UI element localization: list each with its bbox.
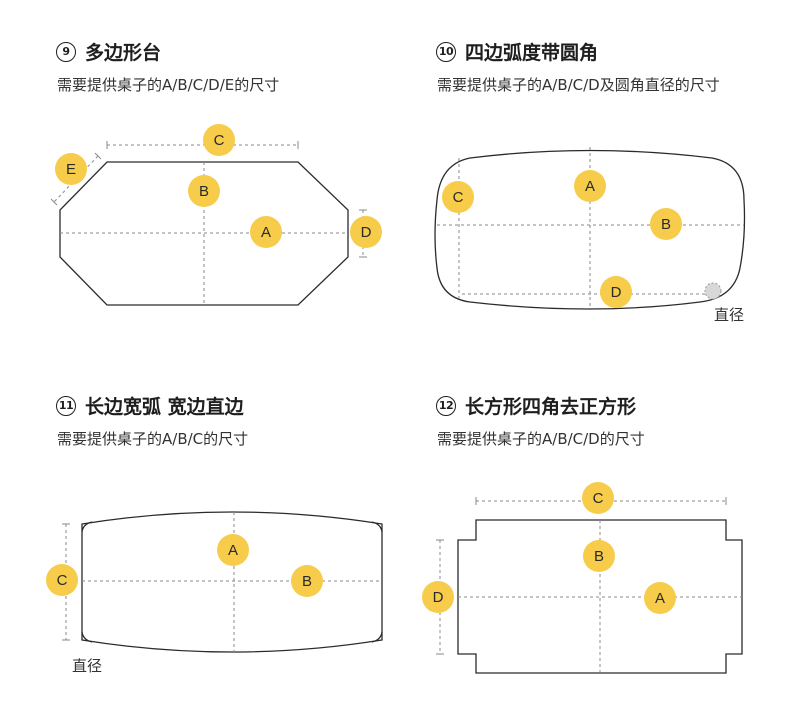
panel-11-number: 11 xyxy=(56,395,76,416)
panel-12-title-text: 长方形四角去正方形 xyxy=(465,396,637,418)
panel-9-label-e: E xyxy=(55,153,87,185)
panel-12-title: 12 长方形四角去正方形 xyxy=(436,392,636,419)
panel-11-label-a: A xyxy=(217,534,249,566)
panel-9-label-a: A xyxy=(250,216,282,248)
corner-diameter-circle xyxy=(704,282,722,300)
panel-10-subtitle: 需要提供桌子的A/B/C/D及圆角直径的尺寸 xyxy=(437,76,720,94)
panel-9-label-d: D xyxy=(350,216,382,248)
panel-10-label-b: B xyxy=(650,208,682,240)
panel-12-label-d: D xyxy=(422,581,454,613)
panel-10-diameter-note: 直径 xyxy=(714,306,745,324)
panel-11-subtitle: 需要提供桌子的A/B/C的尺寸 xyxy=(57,430,249,448)
octagon-table-outline xyxy=(59,161,349,306)
long-arc-table-outline xyxy=(81,511,383,653)
panel-9-title: 9 多边形台 xyxy=(56,38,161,65)
panel-9-number: 9 xyxy=(56,41,76,62)
rounded-arc-table-outline xyxy=(434,149,746,310)
panel-12-subtitle: 需要提供桌子的A/B/C/D的尺寸 xyxy=(437,430,645,448)
panel-11-label-c: C xyxy=(46,564,78,596)
panel-11-title: 11 长边宽弧 宽边直边 xyxy=(56,392,244,419)
panel-10-label-d: D xyxy=(600,276,632,308)
panel-12-label-a: A xyxy=(644,582,676,614)
panel-9-label-c: C xyxy=(203,124,235,156)
panel-11-title-text: 长边宽弧 宽边直边 xyxy=(85,396,244,418)
panel-11-label-b: B xyxy=(291,565,323,597)
panel-9-subtitle: 需要提供桌子的A/B/C/D/E的尺寸 xyxy=(57,76,280,94)
panel-10-title: 10 四边弧度带圆角 xyxy=(436,38,598,65)
panel-10-label-c: C xyxy=(442,181,474,213)
panel-10-number: 10 xyxy=(436,41,456,62)
panel-9-label-b: B xyxy=(188,175,220,207)
panel-12-number: 12 xyxy=(436,395,456,416)
notched-rectangle-table-outline xyxy=(457,519,743,674)
panel-12-label-c: C xyxy=(582,482,614,514)
panel-9-title-text: 多边形台 xyxy=(85,42,162,64)
panel-10-label-a: A xyxy=(574,170,606,202)
panel-11-diameter-note: 直径 xyxy=(72,657,103,675)
panel-10-title-text: 四边弧度带圆角 xyxy=(465,42,599,64)
panel-12-label-b: B xyxy=(583,540,615,572)
